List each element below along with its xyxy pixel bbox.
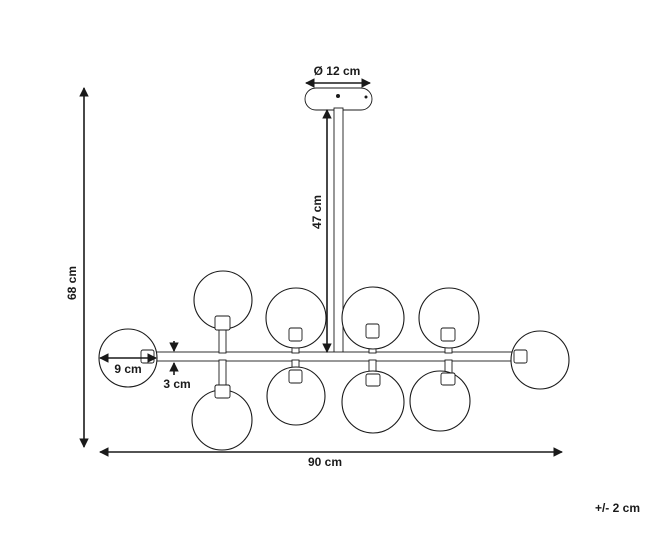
total-height-label: 68 cm	[65, 266, 79, 300]
globe-lower-4	[409, 370, 471, 432]
globe-diameter-label: 9 cm	[114, 362, 141, 376]
globe-diameter-dimension: 9 cm	[99, 353, 157, 376]
globe-lower-2	[266, 366, 326, 426]
canopy-diameter-dimension: Ø 12 cm	[305, 64, 371, 88]
ceiling-canopy	[304, 87, 373, 111]
rod-length-dimension: 47 cm	[310, 109, 332, 353]
globe-shades	[98, 270, 570, 451]
canopy-diameter-label: Ø 12 cm	[314, 64, 361, 78]
globe-lower-3	[341, 370, 405, 434]
horizontal-bar	[152, 351, 516, 362]
globe-upper-3	[341, 286, 405, 350]
rod-length-label: 47 cm	[310, 195, 324, 229]
bar-thickness-label: 3 cm	[163, 377, 190, 391]
globe-lower-1	[191, 389, 253, 451]
tolerance-note: +/- 2 cm	[595, 501, 640, 515]
total-width-label: 90 cm	[308, 455, 342, 469]
globe-upper-4	[418, 287, 480, 349]
globe-right-end	[510, 330, 570, 390]
total-height-dimension: 68 cm	[65, 87, 89, 448]
bar-thickness-dimension: 3 cm	[163, 341, 191, 391]
total-width-dimension: 90 cm	[99, 447, 563, 469]
